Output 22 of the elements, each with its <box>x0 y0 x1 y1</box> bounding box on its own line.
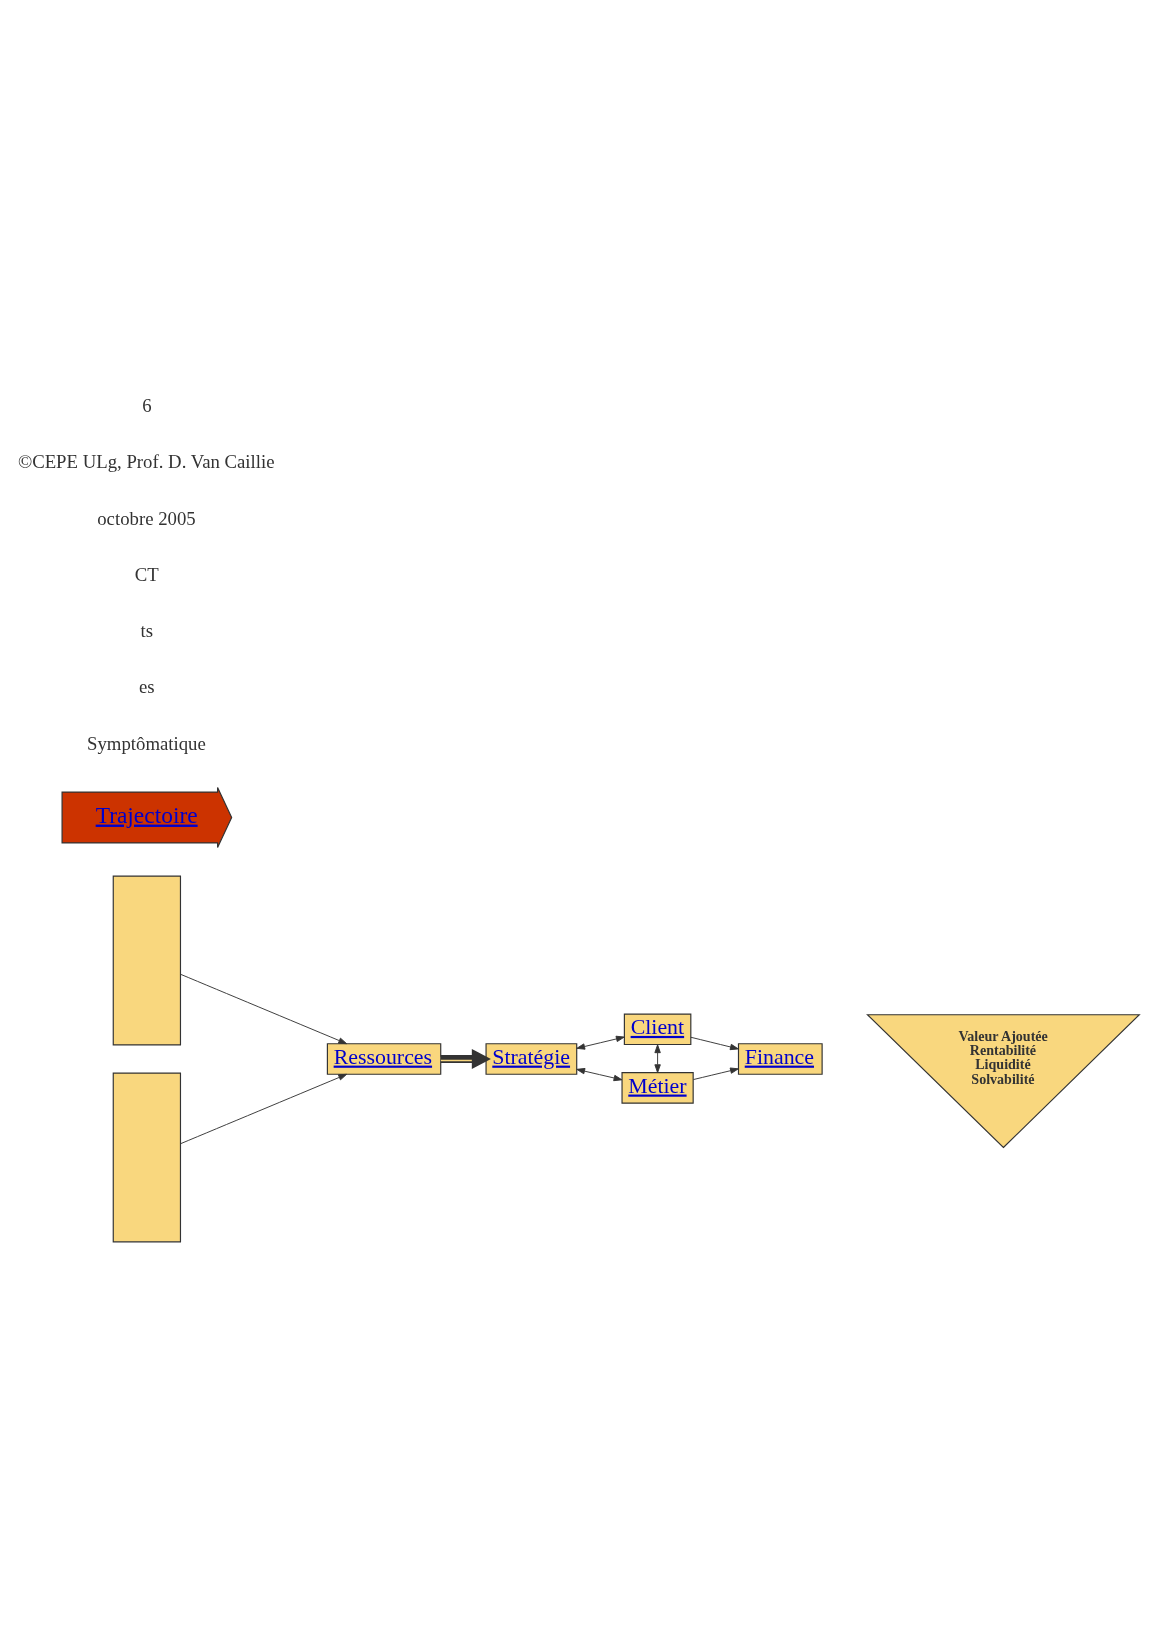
arrow <box>576 1035 625 1050</box>
label: ©CEPE ULg, Prof. D. Van Caillie <box>17 450 275 472</box>
node-box <box>112 1071 182 1242</box>
node-box <box>112 875 182 1045</box>
label: ts <box>140 619 154 641</box>
arrow <box>180 973 348 1044</box>
arrow <box>690 1036 739 1050</box>
arrow <box>654 1043 661 1073</box>
arrow <box>576 1067 623 1081</box>
arrow <box>692 1067 739 1080</box>
label: 6 <box>142 394 152 416</box>
node-box: Ressources <box>326 1042 442 1075</box>
label: octobre 2005 <box>97 507 196 529</box>
label: Symptômatique <box>87 732 206 754</box>
label: CT <box>134 563 159 585</box>
arrow <box>180 1073 348 1144</box>
node-box: Stratégie <box>485 1042 578 1075</box>
label: es <box>139 675 155 697</box>
node-box: Métier <box>621 1071 694 1104</box>
node-box: Client <box>623 1012 692 1045</box>
arrow <box>440 1048 491 1069</box>
node-box: Finance <box>737 1042 823 1075</box>
